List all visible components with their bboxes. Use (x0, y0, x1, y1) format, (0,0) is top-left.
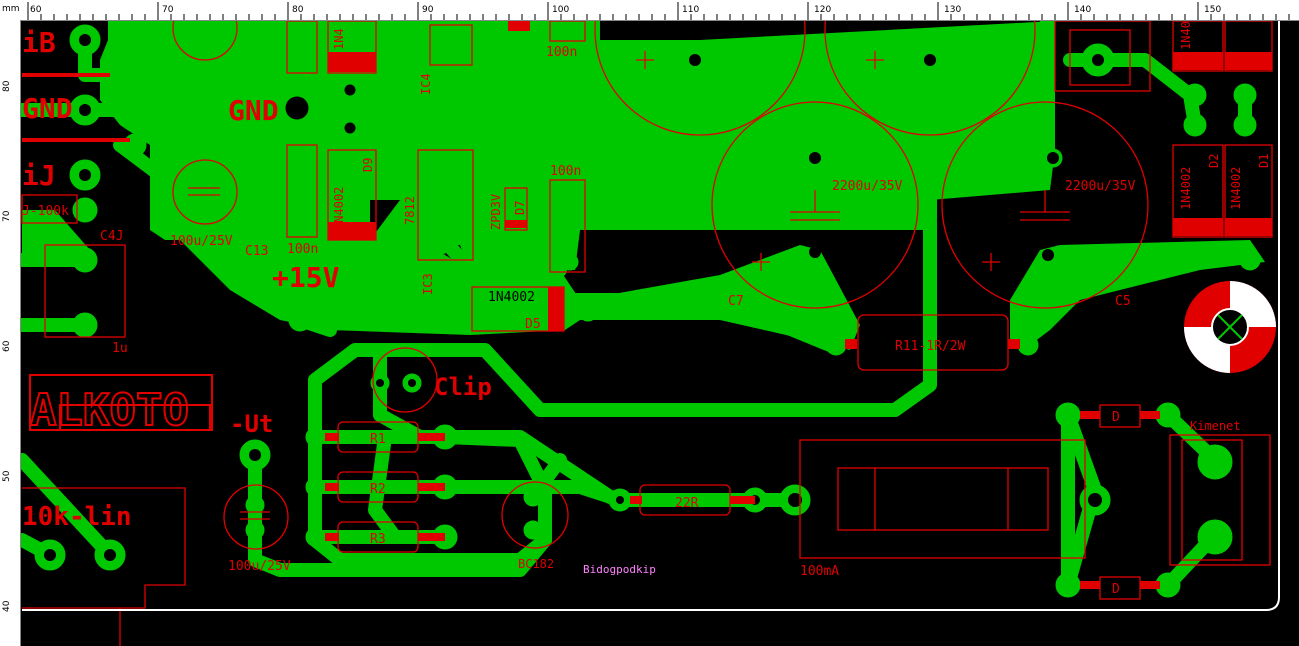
label-100n-b: 100n (550, 164, 581, 179)
silk-text: GND +15V Clip -Ut ALKOTO 10k-lin iB GND … (22, 21, 1271, 597)
label-c7: C7 (728, 294, 744, 309)
label-partial-ib: iB (22, 26, 56, 59)
ruler-x-tick: 60 (30, 5, 42, 15)
label-bc182: BC182 (518, 557, 554, 571)
label-top-100n: 100n (546, 45, 577, 60)
logo-text: ALKOTO (30, 385, 189, 436)
ruler-x-tick: 140 (1074, 5, 1092, 15)
label-partial-gnd: GND (22, 92, 73, 125)
diode-stripes (325, 21, 1272, 589)
ruler-x-tick: 130 (944, 5, 962, 15)
fiducial-marker (1184, 281, 1276, 373)
label-ic3-val: 7812 (403, 196, 417, 225)
ruler-unit: mm (2, 4, 20, 14)
label-ic4: IC4 (419, 73, 433, 95)
label-zpd: ZPD3V (489, 194, 503, 230)
ruler-y-tick: 50 (2, 470, 12, 482)
label-gnd: GND (228, 94, 279, 127)
label-d9: D9 (361, 158, 375, 172)
label-d9-val: 1N4002 (332, 187, 346, 230)
ruler-vertical[interactable]: 80 70 60 50 40 (0, 20, 21, 646)
ruler-y-tick: 40 (2, 600, 12, 612)
cap-outline-c7 (711, 101, 919, 309)
label-c13: C13 (245, 244, 268, 259)
label-c4j: C4J (100, 229, 123, 244)
label-d-top: D (1112, 410, 1120, 425)
ruler-y-tick: 70 (2, 210, 12, 222)
pcb-canvas[interactable]: GND +15V Clip -Ut ALKOTO 10k-lin iB GND … (21, 21, 1299, 646)
transistor-outline (501, 481, 569, 549)
board-outline (22, 21, 1280, 611)
label-r1: R1 (370, 432, 386, 447)
label-r11: R11-1R/2W (895, 339, 966, 354)
label-c7-val: 2200u/35V (832, 179, 903, 194)
label-fuse: 100mA (800, 564, 839, 579)
ruler-horizontal[interactable]: mm 60 70 80 90 100 110 120 130 140 150 (0, 0, 1299, 21)
label-22r: 22R (675, 496, 699, 511)
cap-outline-c13 (172, 159, 238, 225)
copper-pour-left (22, 210, 90, 255)
copper-pour-ground (100, 21, 1055, 270)
label-d1-val: 1N4002 (1229, 167, 1243, 210)
cap-outline-c5 (941, 101, 1149, 309)
label-top-1n40: 1N40 (1179, 21, 1193, 50)
copper-pour-topright (1040, 21, 1055, 90)
ruler-x-tick: 80 (292, 5, 304, 15)
ruler-x-tick: 70 (162, 5, 174, 15)
label-100k: J-100k (22, 204, 69, 219)
silk-layer (21, 21, 1276, 646)
ruler-y-tick: 60 (2, 340, 12, 352)
label-d5: D5 (525, 317, 541, 332)
label-r-100n: 100n (287, 242, 318, 257)
label-d2: D2 (1207, 154, 1221, 168)
label-c5: C5 (1115, 294, 1131, 309)
label-kimenet: Kimenet (1190, 419, 1241, 433)
label-partial-ij: iJ (22, 159, 56, 192)
label-r3: R3 (370, 532, 386, 547)
label-pot: 10k-lin (22, 502, 132, 532)
label-r2: R2 (370, 482, 386, 497)
copper-pour-c5 (1010, 240, 1265, 345)
label-c-bottom: 100u/25V (228, 559, 291, 574)
label-ic3: IC3 (421, 273, 435, 295)
ruler-x-tick: 90 (422, 5, 434, 15)
ruler-x-tick: 110 (682, 5, 700, 15)
led-outline (372, 347, 438, 413)
label-plus15: +15V (272, 261, 340, 294)
label-c13-val: 100u/25V (170, 234, 233, 249)
drill-holes (44, 34, 1104, 561)
cap-outline (824, 21, 1036, 136)
cap-outline-bottom (223, 484, 289, 550)
label-clip: Clip (434, 373, 492, 401)
label-d5-val: 1N4002 (488, 290, 535, 305)
cap-outline (172, 21, 238, 61)
overlap-text: Bidogpodkip (583, 563, 656, 576)
label-top-1n4: 1N4 (332, 28, 346, 50)
ruler-y-tick: 80 (2, 80, 12, 92)
ruler-x-tick: 100 (552, 5, 570, 15)
label-minus-ut: -Ut (230, 410, 273, 438)
label-c5-val: 2200u/35V (1065, 179, 1136, 194)
ruler-x-ticks (27, 2, 1290, 20)
label-d2-val: 1N4002 (1179, 167, 1193, 210)
label-d1: D1 (1257, 154, 1271, 168)
label-d7: D7 (513, 201, 527, 215)
pads (34, 24, 1261, 598)
ruler-x-tick: 150 (1204, 5, 1222, 15)
label-c4j-val: 1u (112, 341, 128, 356)
label-d-bottom: D (1112, 582, 1120, 597)
ruler-x-tick: 120 (814, 5, 832, 15)
cap-outline (594, 21, 806, 136)
